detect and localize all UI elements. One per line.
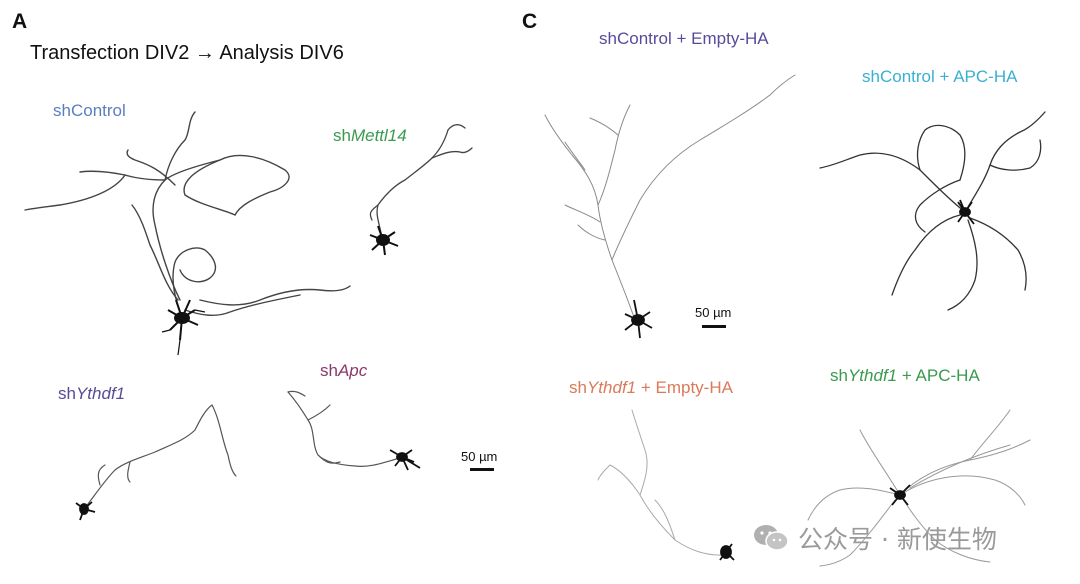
soma-c-shcontrol-apc bbox=[957, 199, 975, 225]
watermark-text: 公众号 · 新使生物 bbox=[798, 525, 997, 554]
label-gene: Control bbox=[70, 101, 126, 120]
label-prefix: sh bbox=[862, 67, 880, 86]
soma-c-shythdf1-empty bbox=[719, 543, 735, 561]
label-suffix: + Empty-HA bbox=[636, 378, 733, 397]
neuron-c-shythdf1-empty bbox=[597, 409, 726, 556]
label-gene: Control bbox=[616, 29, 672, 48]
label-gene: Ythdf1 bbox=[586, 378, 637, 397]
soma-shcontrol bbox=[161, 299, 206, 356]
label-suffix: + APC-HA bbox=[897, 366, 980, 385]
label-prefix: sh bbox=[58, 384, 76, 403]
panel-c-letter: C bbox=[522, 10, 538, 33]
label-prefix: sh bbox=[333, 126, 351, 145]
neuron-c-shythdf1-apc bbox=[807, 409, 1031, 567]
label-prefix: sh bbox=[599, 29, 617, 48]
label-prefix: sh bbox=[320, 361, 338, 380]
label-prefix: sh bbox=[830, 366, 848, 385]
label-gene: Apc bbox=[337, 361, 368, 380]
label-shapc: shApc bbox=[320, 361, 367, 381]
panel-a-scale-label: 50 µm bbox=[461, 449, 498, 464]
label-c-shcontrol-empty: shControl + Empty-HA bbox=[599, 29, 769, 49]
soma-c-shythdf1-apc bbox=[889, 484, 911, 506]
soma-shmettl14 bbox=[369, 225, 399, 256]
neuron-c-shcontrol-apc bbox=[819, 111, 1046, 311]
label-gene: Ythdf1 bbox=[75, 384, 126, 403]
panel-a-letter: A bbox=[12, 10, 28, 33]
label-prefix: sh bbox=[569, 378, 587, 397]
soma-shythdf1 bbox=[75, 501, 96, 521]
label-c-shythdf1-empty: shYthdf1 + Empty-HA bbox=[569, 378, 733, 398]
label-prefix: sh bbox=[53, 101, 71, 120]
soma-shapc bbox=[389, 449, 421, 471]
label-suffix: + Empty-HA bbox=[671, 29, 769, 48]
neuron-c-shcontrol-empty bbox=[544, 74, 796, 321]
soma-c-shcontrol-empty bbox=[624, 299, 653, 339]
wechat-icon bbox=[754, 525, 789, 551]
neuron-shmettl14 bbox=[369, 124, 473, 239]
watermark: 公众号 · 新使生物 bbox=[752, 520, 997, 556]
label-gene: Ythdf1 bbox=[847, 366, 898, 385]
panel-c-scale-bar bbox=[702, 325, 726, 328]
label-c-shythdf1-apc: shYthdf1 + APC-HA bbox=[830, 366, 980, 386]
label-gene: Control bbox=[879, 67, 935, 86]
label-shythdf1: shYthdf1 bbox=[58, 384, 125, 404]
label-c-shcontrol-apc: shControl + APC-HA bbox=[862, 67, 1017, 87]
panel-a-subtitle: Transfection DIV2 → Analysis DIV6 bbox=[30, 42, 344, 64]
label-shcontrol: shControl bbox=[53, 101, 126, 121]
neuron-shcontrol bbox=[24, 111, 351, 321]
panel-c-scale-label: 50 µm bbox=[695, 305, 732, 320]
neuron-shapc bbox=[287, 390, 401, 467]
panel-a-scale-bar bbox=[470, 468, 494, 471]
label-gene: Mettl14 bbox=[350, 126, 407, 145]
neuron-shythdf1 bbox=[84, 404, 237, 509]
label-suffix: + APC-HA bbox=[934, 67, 1018, 86]
label-shmettl14: shMettl14 bbox=[333, 126, 407, 146]
